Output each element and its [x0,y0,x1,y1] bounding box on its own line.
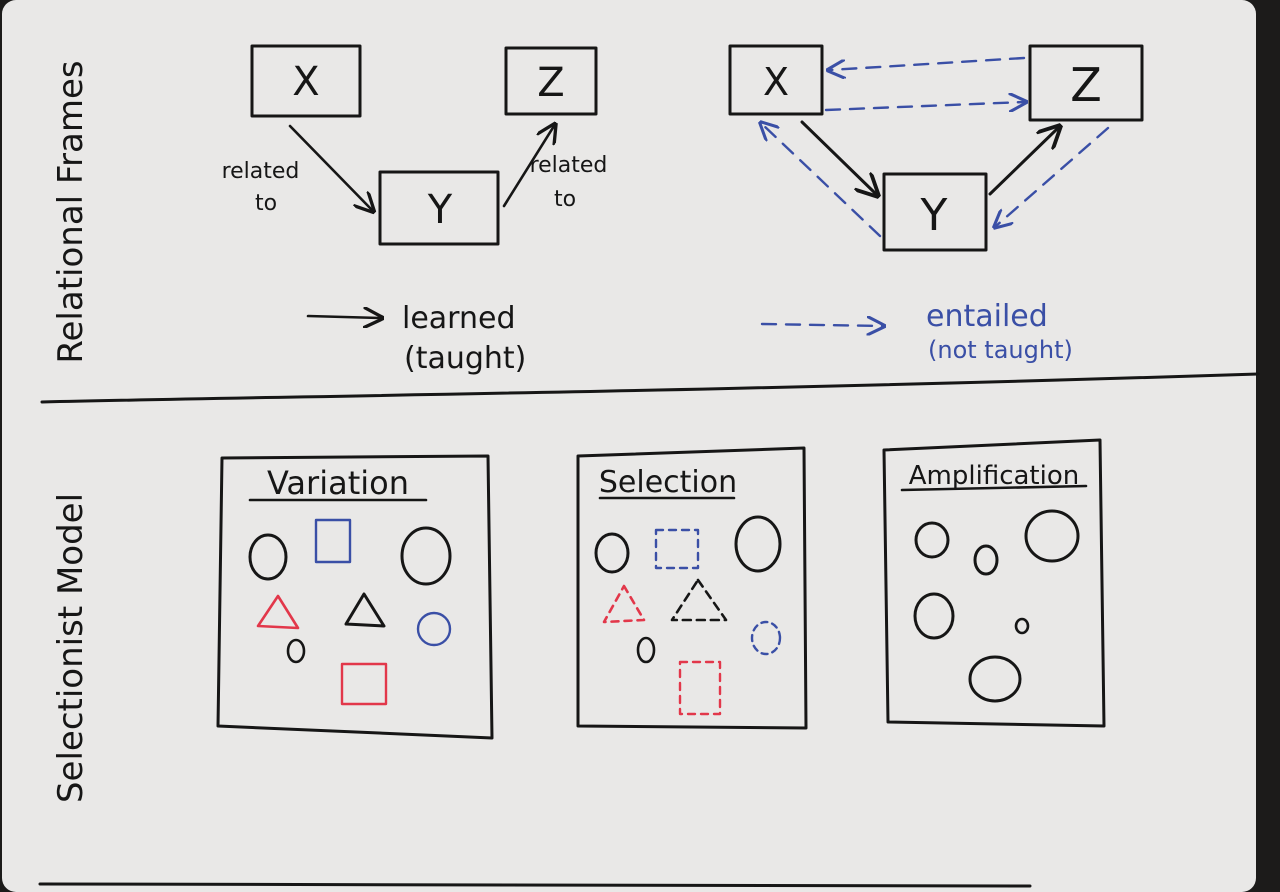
section-divider [40,372,1260,404]
legend-learned: learned (taught) [306,301,526,376]
shape-circle [913,592,955,640]
shape-circle-blue [416,611,452,647]
node-y-box [378,170,500,246]
panel-frame [882,438,1106,728]
panel-frame [216,454,494,740]
shape-circle [914,521,950,559]
legend-entailed: entailed (not taught) [760,299,1073,364]
shape-circle [1024,509,1080,563]
panel-title-selection: Selection [599,465,737,500]
legend-learned-label: learned (taught) [402,301,526,376]
learned-diagram: X Y Z related to related to [222,44,615,246]
entailed-arrow-z-to-y [996,126,1110,226]
node-y-label: Y [920,190,948,241]
panel-frame [576,446,808,730]
shape-triangle [344,592,386,628]
section-label-selectionist-model: Selectionist Model [51,493,91,803]
arrow-y-to-z [988,128,1058,196]
node-x-label: X [292,59,319,105]
legend-entailed-sublabel: (not taught) [928,336,1073,364]
shape-square-red-dashed [678,660,722,716]
shape-square-blue-dashed [654,528,700,570]
entailed-arrow-x-to-z [824,102,1024,110]
node-z-label: Z [1070,58,1102,112]
shape-circle-small [636,636,656,664]
node-x-label: X [763,60,789,104]
shape-triangle-red-dashed [602,584,646,624]
node-y-box [882,172,988,252]
paper-background [2,0,1256,892]
legend-solid-arrow [306,316,380,318]
shape-circle-blue-dashed [750,620,782,656]
edge-label-yz: related to [530,153,615,212]
panel-variation: Variation [216,454,494,740]
node-x-box [728,44,824,116]
shape-circle [400,526,452,586]
arrow-x-to-y [288,124,372,210]
edge-label-xy: related to [222,159,307,216]
shape-circle-small [1014,617,1030,635]
shape-triangle-dashed [670,578,728,622]
shape-circle [734,515,782,573]
legend-entailed-label: entailed [926,299,1048,334]
entailed-diagram: X Z Y [728,44,1144,252]
shape-circle [248,533,288,581]
section-label-relational-frames: Relational Frames [51,60,91,363]
panel-amplification: Amplification [882,438,1106,728]
shape-circle [968,655,1022,703]
node-y-label: Y [427,187,453,233]
bottom-edge-line [38,882,1032,888]
entailed-arrow-y-to-x [762,124,882,238]
node-x-box [250,44,362,118]
panel-selection: Selection [576,446,808,730]
shape-circle [594,532,630,574]
arrow-x-to-y [800,120,876,194]
legend-dashed-arrow [760,324,882,326]
shape-triangle-red [256,594,300,630]
shape-circle-small [286,638,306,664]
panel-title-variation: Variation [267,464,409,502]
arrow-y-to-z [502,126,554,208]
node-z-box [1028,44,1144,122]
shape-square-red [340,662,388,706]
title-underline [900,484,1088,492]
shape-square-blue [314,518,352,564]
shape-circle [973,544,999,576]
entailed-arrow-z-to-x [830,56,1026,70]
node-z-label: Z [537,60,564,106]
node-z-box [504,46,598,116]
